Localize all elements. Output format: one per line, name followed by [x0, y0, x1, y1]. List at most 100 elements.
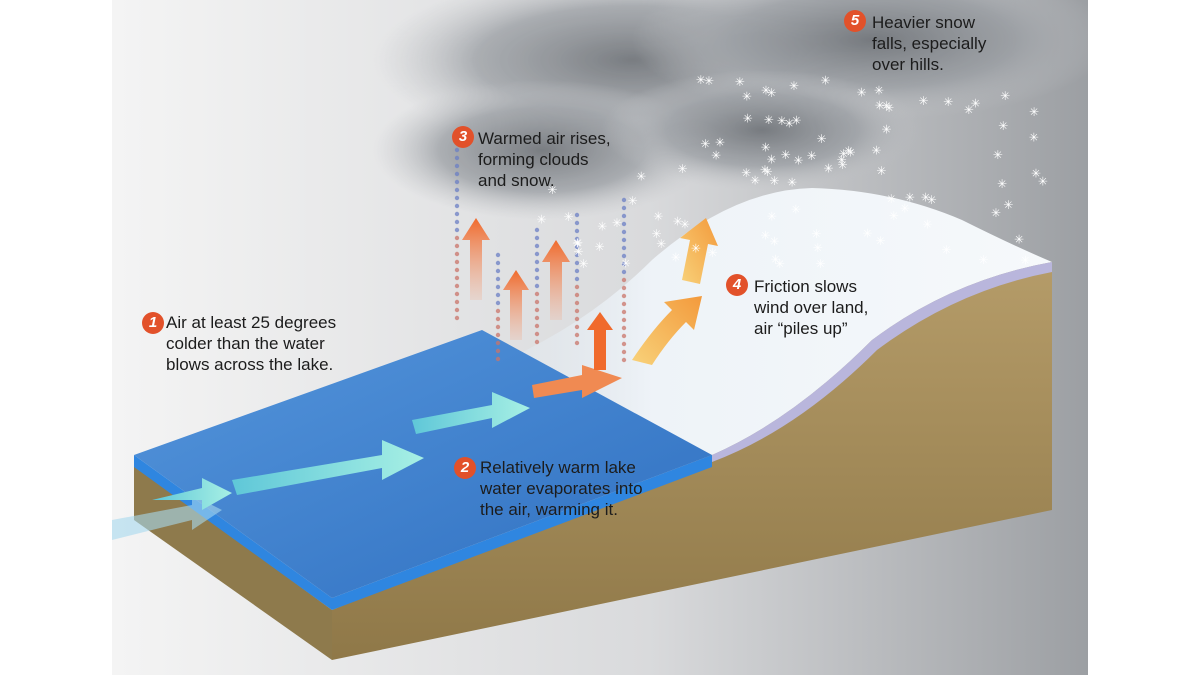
callout-5: 5 Heavier snow falls, especially over hi…	[844, 10, 986, 75]
snowflake-icon: ✳	[997, 177, 1007, 191]
snowflake-icon: ✳	[857, 85, 867, 99]
snowflake-icon: ✳	[536, 213, 546, 227]
vapor-dot	[495, 260, 501, 266]
snowflake-icon: ✳	[597, 220, 607, 234]
vapor-dot	[534, 299, 540, 305]
vapor-dot	[534, 259, 540, 265]
vapor-dot	[454, 291, 460, 297]
vapor-dot	[574, 308, 580, 314]
vapor-dot	[534, 339, 540, 345]
snowflake-icon: ✳	[653, 210, 663, 224]
snowflake-icon: ✳	[1038, 174, 1048, 188]
snowflake-icon: ✳	[817, 132, 827, 146]
snowflake-icon: ✳	[813, 241, 823, 255]
vapor-dot	[495, 332, 501, 338]
hill-ridge-edge	[712, 262, 1052, 462]
vapor-dot	[621, 341, 627, 347]
vapor-dot	[495, 356, 501, 362]
callout-2-line-3: the air, warming it.	[480, 500, 618, 519]
snowflake-icon: ✳	[905, 190, 915, 204]
snowflake-icon: ✳	[918, 94, 928, 108]
callout-3-line-1: Warmed air rises,	[478, 129, 611, 148]
snowflake-icon: ✳	[775, 257, 785, 271]
vapor-dot	[454, 203, 460, 209]
snowflake-icon: ✳	[743, 111, 753, 125]
snowflake-icon: ✳	[769, 235, 779, 249]
snowflake-icon: ✳	[612, 216, 622, 230]
vapor-dot	[454, 307, 460, 313]
snowflake-icon: ✳	[941, 243, 951, 257]
vapor-dot	[534, 235, 540, 241]
vapor-dot	[534, 291, 540, 297]
vapor-dot	[621, 349, 627, 355]
vapor-dot	[454, 243, 460, 249]
callout-2: 2 Relatively warm lake water evaporates …	[454, 457, 643, 520]
vapor-dot	[574, 324, 580, 330]
snowflake-icon: ✳	[1029, 131, 1039, 145]
vapor-dot	[574, 260, 580, 266]
snowflake-icon: ✳	[760, 163, 770, 177]
vapor-dot	[621, 269, 627, 275]
snowflake-icon: ✳	[875, 234, 885, 248]
vapor-dots	[454, 147, 627, 363]
snowflake-icon: ✳	[876, 164, 886, 178]
vapor-dot	[621, 333, 627, 339]
vapor-dot	[454, 195, 460, 201]
snowflake-icon: ✳	[844, 144, 854, 158]
callout-2-line-2: water evaporates into	[480, 479, 643, 498]
callout-3-line-2: forming clouds	[478, 150, 589, 169]
vapor-dot	[534, 307, 540, 313]
storm-cloud	[372, 0, 1088, 220]
snowflake-icon: ✳	[793, 153, 803, 167]
vapor-dot	[621, 253, 627, 259]
snow-covered-hill	[482, 188, 1052, 455]
snowflake-icon: ✳	[764, 113, 774, 127]
vapor-dot	[574, 244, 580, 250]
snowflake-icon: ✳	[991, 206, 1001, 220]
snowflake-icon: ✳	[811, 227, 821, 241]
callout-3-number: 3	[452, 126, 474, 148]
vapor-dot	[621, 197, 627, 203]
vapor-dot	[574, 268, 580, 274]
snowflake-icon: ✳	[1014, 233, 1024, 247]
vapor-dot	[534, 267, 540, 273]
vapor-dot	[621, 357, 627, 363]
vapor-dot	[454, 227, 460, 233]
snowflake-icon: ✳	[1029, 105, 1039, 119]
snowflake-icon: ✳	[777, 114, 787, 128]
snowflake-icon: ✳	[874, 84, 884, 98]
snowflake-icon: ✳	[998, 119, 1008, 133]
snowflake-icon: ✳	[763, 165, 773, 179]
snowflake-icon: ✳	[881, 99, 891, 113]
vapor-dot	[574, 292, 580, 298]
snowflake-icon: ✳	[595, 240, 605, 254]
vapor-dot	[574, 228, 580, 234]
vapor-dot	[454, 171, 460, 177]
land-front-soil	[332, 262, 1052, 660]
vapor-dot	[454, 267, 460, 273]
vapor-dot	[621, 229, 627, 235]
snowflake-icon: ✳	[680, 217, 690, 231]
snowflake-icon: ✳	[964, 103, 974, 117]
vapor-dot	[454, 147, 460, 153]
vapor-dot	[574, 284, 580, 290]
vapor-dot	[454, 179, 460, 185]
snowflake-icon: ✳	[761, 141, 771, 155]
vapor-dot	[574, 332, 580, 338]
vapor-dot	[621, 285, 627, 291]
snowflake-icon: ✳	[750, 174, 760, 188]
vapor-dot	[621, 309, 627, 315]
vapor-dot	[495, 276, 501, 282]
vapor-dot	[574, 316, 580, 322]
rising-warm-air-arrows	[462, 218, 718, 370]
vapor-dot	[574, 252, 580, 258]
vapor-dot	[574, 236, 580, 242]
vapor-dot	[621, 277, 627, 283]
snowflake-icon: ✳	[823, 162, 833, 176]
snowflake-icon: ✳	[708, 246, 718, 260]
snowflake-icon: ✳	[761, 83, 771, 97]
snowflake-icon: ✳	[741, 166, 751, 180]
snowflake-icon: ✳	[791, 203, 801, 217]
snowflake-icon: ✳	[993, 148, 1003, 162]
vapor-dot	[454, 235, 460, 241]
